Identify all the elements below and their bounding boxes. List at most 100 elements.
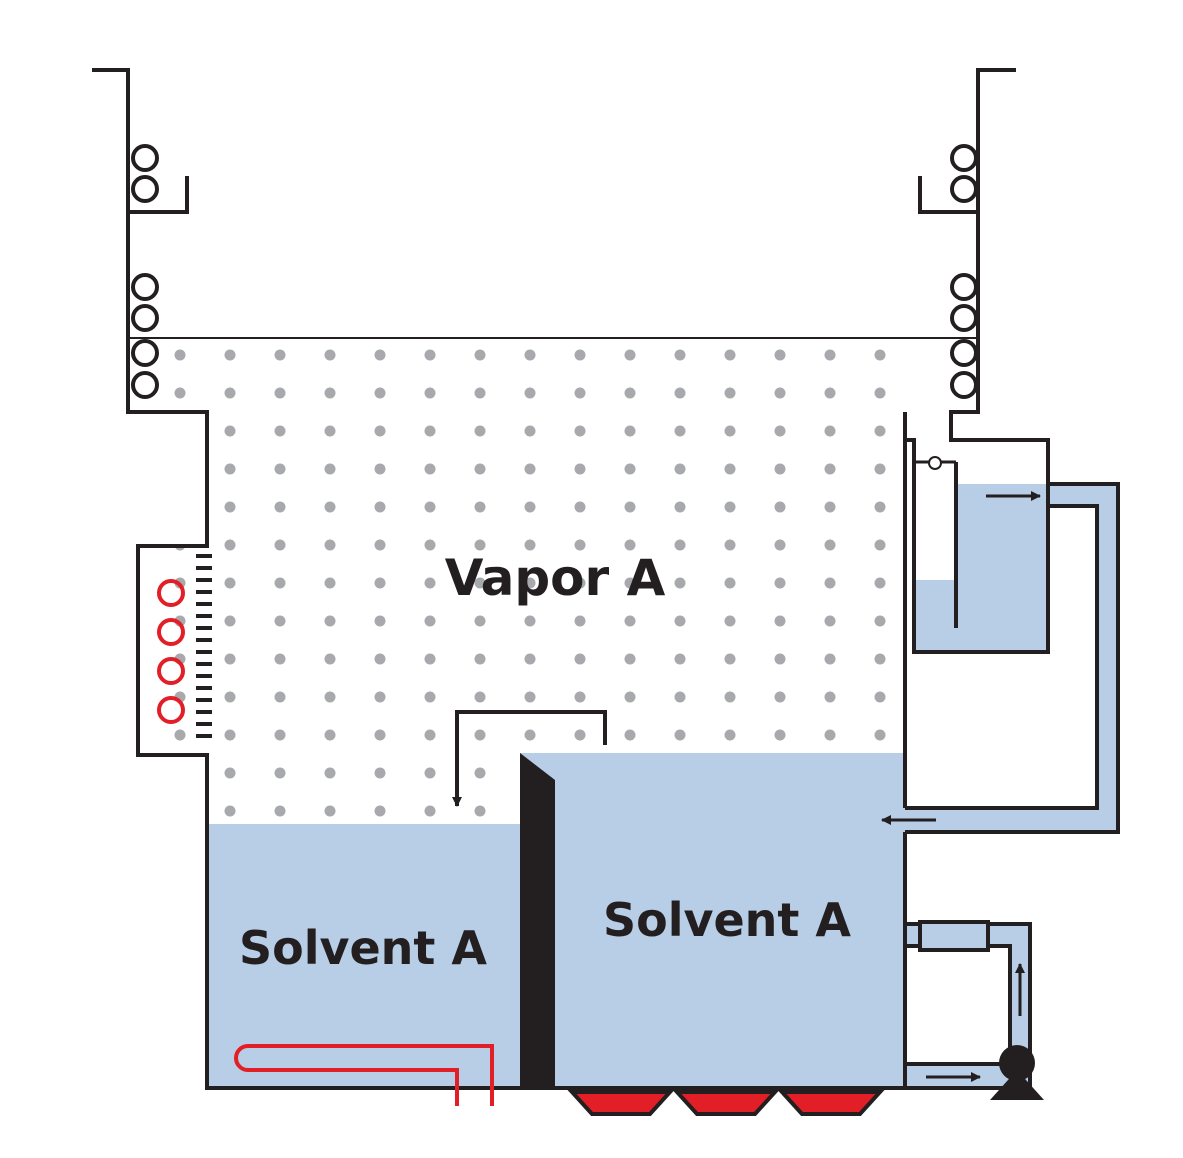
vapor-dot [724, 349, 736, 361]
vapor-dot [424, 387, 436, 399]
vapor-dot [524, 615, 536, 627]
vapor-dot [324, 577, 336, 589]
vapor-dot [524, 463, 536, 475]
vapor-dot [774, 653, 786, 665]
vapor-dot [724, 463, 736, 475]
condenser-coil-icon [131, 144, 159, 172]
vapor-dot [324, 387, 336, 399]
vapor-dot [224, 729, 236, 741]
vapor-dot [274, 691, 286, 703]
vapor-dot [724, 425, 736, 437]
vapor-dot [774, 425, 786, 437]
vapor-dot [374, 653, 386, 665]
vapor-dot [324, 805, 336, 817]
condenser-coils [131, 144, 978, 399]
jacket-coil-icon [157, 579, 185, 607]
vapor-dot [724, 577, 736, 589]
vapor-dot [624, 691, 636, 703]
vapor-dot [624, 501, 636, 513]
vapor-dot [424, 805, 436, 817]
vapor-dot [474, 539, 486, 551]
vapor-dot [324, 501, 336, 513]
vapor-dot [274, 577, 286, 589]
vapor-dot [324, 767, 336, 779]
water-jacket [157, 554, 212, 738]
vapor-dot [874, 729, 886, 741]
return-loop-inner [905, 504, 1099, 810]
vapor-dot [474, 425, 486, 437]
vapor-dot [574, 425, 586, 437]
vapor-dot [574, 729, 586, 741]
vapor-dot [674, 349, 686, 361]
trapezoid-transducer-icon [777, 1090, 885, 1116]
vapor-dot [224, 539, 236, 551]
vapor-dot [474, 615, 486, 627]
vapor-dot [874, 653, 886, 665]
solvent-right-label: Solvent A [603, 893, 851, 947]
vapor-dot [224, 425, 236, 437]
vapor-dot [374, 691, 386, 703]
vapor-dot [324, 539, 336, 551]
vapor-dot [374, 615, 386, 627]
vapor-dot [874, 463, 886, 475]
vapor-dot [624, 577, 636, 589]
vapor-dot [524, 539, 536, 551]
vapor-dot [624, 615, 636, 627]
vapor-dot [474, 349, 486, 361]
vapor-dot [174, 349, 186, 361]
vapor-dot [674, 577, 686, 589]
vapor-dot [874, 349, 886, 361]
vapor-dot [574, 577, 586, 589]
vapor-dot [774, 349, 786, 361]
vapor-dot [274, 767, 286, 779]
vapor-dot [724, 729, 736, 741]
vapor-dot [274, 653, 286, 665]
vapor-dot [574, 463, 586, 475]
vapor-dot [824, 425, 836, 437]
vapor-dot [724, 539, 736, 551]
vapor-dot [824, 691, 836, 703]
weir-plate [520, 753, 555, 1088]
vapor-dot [674, 653, 686, 665]
vapor-dot [724, 691, 736, 703]
vapor-dot [624, 425, 636, 437]
vapor-dot [174, 805, 186, 817]
float-icon [928, 456, 942, 470]
trapezoid-transducer-icon [672, 1090, 780, 1116]
vapor-dot [424, 767, 436, 779]
vapor-dot [624, 463, 636, 475]
vapor-dot [374, 539, 386, 551]
vapor-dot [674, 425, 686, 437]
vapor-dot [874, 501, 886, 513]
ultrasonic-transducers [567, 1090, 885, 1116]
vapor-dot [724, 501, 736, 513]
vapor-dot [424, 463, 436, 475]
vapor-dot [824, 615, 836, 627]
left-trough [128, 176, 189, 214]
vapor-dot [324, 463, 336, 475]
vapor-dot [824, 539, 836, 551]
vapor-dot [324, 425, 336, 437]
trapezoid-transducer-icon [567, 1090, 675, 1116]
vapor-dot [524, 691, 536, 703]
vapor-dot [774, 729, 786, 741]
vapor-dot [274, 501, 286, 513]
overflow-arrow-icon [452, 710, 607, 807]
condenser-coil-icon [950, 371, 978, 399]
condenser-coil-icon [950, 144, 978, 172]
filter-box-icon [918, 920, 990, 952]
vapor-dot [874, 577, 886, 589]
vapor-dot [574, 501, 586, 513]
vapor-dot [224, 349, 236, 361]
vapor-dot [274, 539, 286, 551]
vapor-dot [574, 653, 586, 665]
vapor-dot [374, 767, 386, 779]
vapor-dot [774, 615, 786, 627]
vapor-dot [424, 425, 436, 437]
vapor-dot [524, 653, 536, 665]
condenser-coil-icon [131, 339, 159, 367]
vapor-dot [174, 425, 186, 437]
condenser-coil-icon [131, 371, 159, 399]
vapor-dot [424, 349, 436, 361]
